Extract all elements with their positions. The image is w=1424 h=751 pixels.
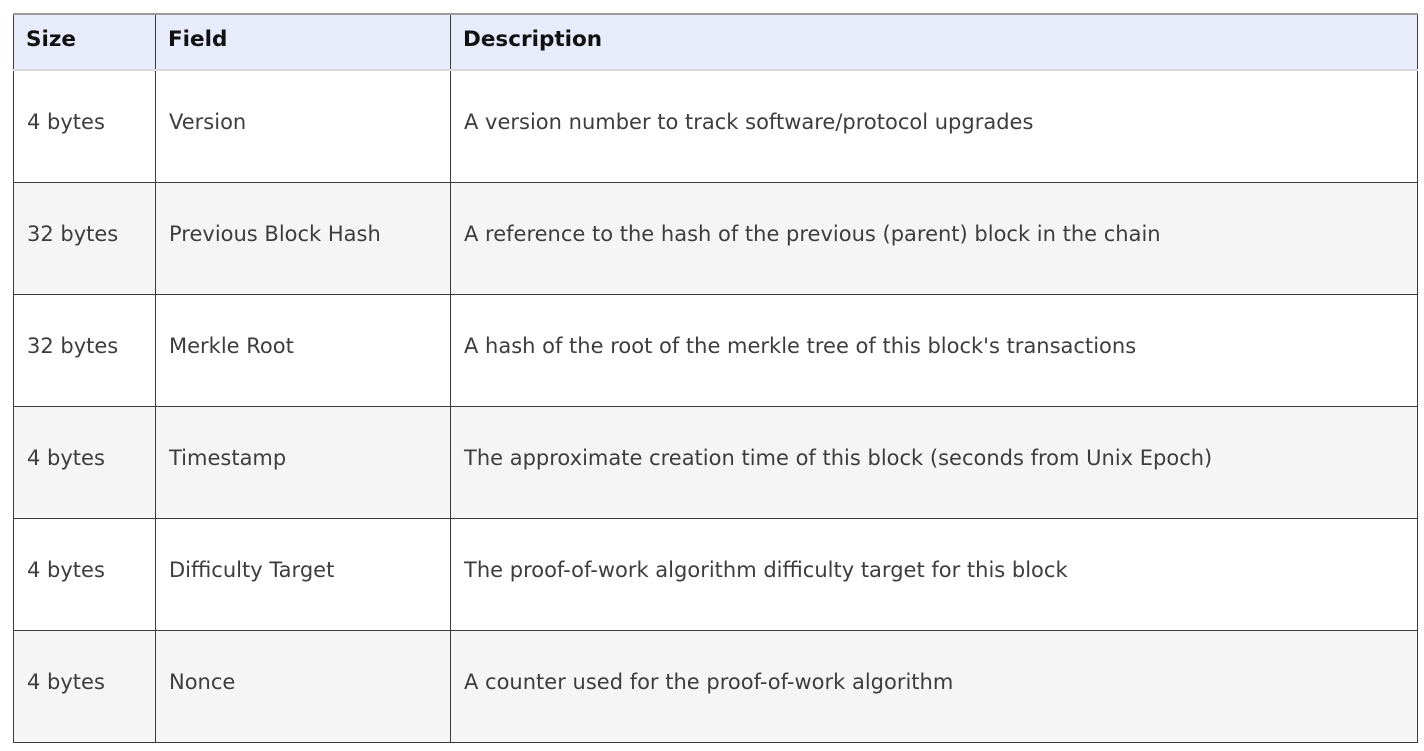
- table-header: Size Field Description: [13, 13, 1418, 71]
- column-header-field: Field: [155, 13, 451, 71]
- cell-description: A counter used for the proof-of-work alg…: [450, 629, 1418, 743]
- header-row: Size Field Description: [13, 13, 1418, 71]
- cell-description: A version number to track software/proto…: [450, 69, 1418, 183]
- cell-description: The proof-of-work algorithm difficulty t…: [450, 517, 1418, 631]
- cell-field: Difficulty Target: [155, 517, 451, 631]
- cell-field: Merkle Root: [155, 293, 451, 407]
- cell-description: A hash of the root of the merkle tree of…: [450, 293, 1418, 407]
- cell-field: Timestamp: [155, 405, 451, 519]
- cell-description: The approximate creation time of this bl…: [450, 405, 1418, 519]
- cell-size: 4 bytes: [13, 517, 156, 631]
- cell-field: Version: [155, 69, 451, 183]
- column-header-description: Description: [450, 13, 1418, 71]
- column-header-size: Size: [13, 13, 156, 71]
- cell-size: 4 bytes: [13, 629, 156, 743]
- cell-field: Nonce: [155, 629, 451, 743]
- cell-size: 4 bytes: [13, 405, 156, 519]
- cell-description: A reference to the hash of the previous …: [450, 181, 1418, 295]
- cell-size: 32 bytes: [13, 293, 156, 407]
- cell-field: Previous Block Hash: [155, 181, 451, 295]
- cell-size: 32 bytes: [13, 181, 156, 295]
- cell-size: 4 bytes: [13, 69, 156, 183]
